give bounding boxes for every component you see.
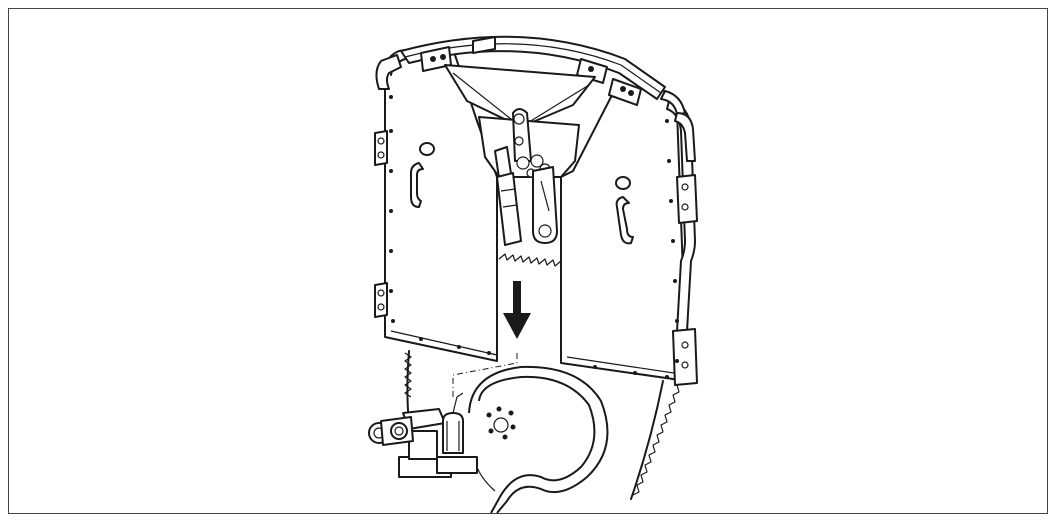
right-guard-panel (560, 84, 698, 386)
figure-frame (8, 8, 1048, 514)
top-left-carry-handle-icon (375, 54, 402, 90)
mounting-direction-arrow-icon (503, 281, 531, 339)
motor-unit (368, 392, 478, 478)
saw-blade-teeth-right (632, 381, 684, 496)
saw-blade-teeth-left (404, 352, 412, 398)
left-guard-handle-icon (410, 162, 424, 208)
left-guard-knob-icon (419, 142, 435, 156)
right-carry-handle-icon (674, 112, 696, 162)
saw-blade-teeth-top (498, 253, 562, 267)
saw-guard-diagram (368, 35, 698, 514)
right-guard-handle-icon (615, 196, 634, 245)
alignment-dash-line (452, 353, 518, 397)
top-arc-frame (400, 35, 666, 106)
blade-mount-housing (468, 365, 609, 514)
central-linkage (444, 64, 596, 262)
right-guard-knob-icon (615, 176, 631, 190)
left-guard-panel (374, 42, 498, 362)
